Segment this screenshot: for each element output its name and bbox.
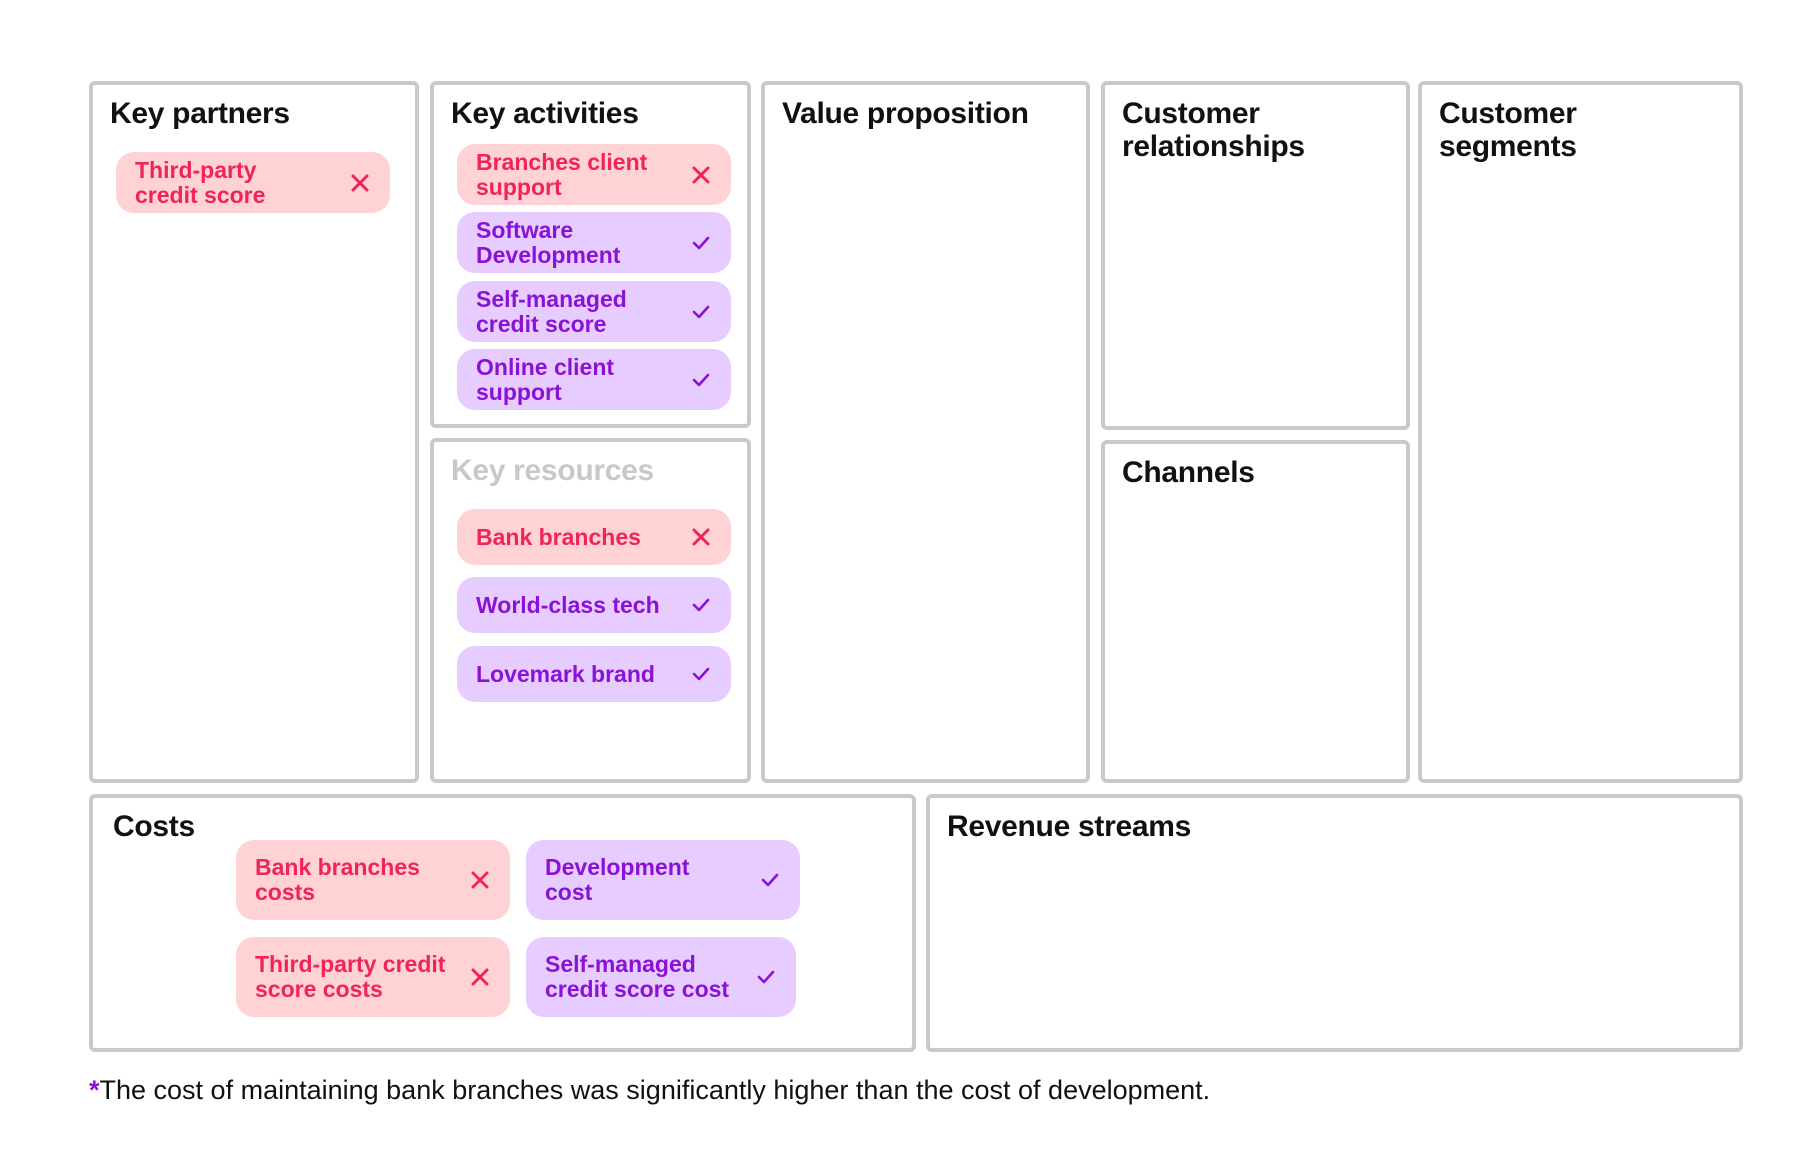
chip-label: World-class tech	[476, 591, 660, 618]
chip-label: Bank branches	[476, 523, 641, 550]
check-icon	[692, 305, 710, 318]
check-icon	[692, 667, 710, 681]
customer-segments-box: Customer segments	[1418, 81, 1743, 783]
key-partners-title: Key partners	[110, 97, 290, 130]
close-icon	[471, 871, 489, 889]
key-resources-title: Key resources	[451, 454, 654, 487]
customer-relationships-title: Customer relationships	[1122, 97, 1305, 163]
chip-third-party-credit-score-costs: Third-party credit score costs	[236, 937, 510, 1017]
revenue-streams-title: Revenue streams	[947, 810, 1191, 843]
value-proposition-title: Value proposition	[782, 97, 1029, 130]
key-partners-box: Key partners Third-party credit score	[89, 81, 419, 783]
costs-box: Costs Bank branches costs Development co…	[89, 794, 916, 1052]
value-proposition-box: Value proposition	[761, 81, 1090, 783]
check-icon	[692, 598, 710, 612]
chip-label: Online client support	[476, 353, 615, 405]
chip-self-managed-credit-score-cost: Self-managed credit score cost	[526, 937, 796, 1017]
check-icon	[757, 970, 775, 984]
chip-lovemark-brand: Lovemark brand	[457, 646, 731, 702]
key-resources-box: Key resources Bank branches World-class …	[430, 438, 751, 783]
chip-label: Self-managed credit score	[476, 285, 627, 337]
chip-label: Third-party credit score costs	[255, 951, 446, 1002]
chip-label: Lovemark brand	[476, 660, 655, 687]
chip-development-cost: Development cost	[526, 840, 800, 920]
check-icon	[692, 373, 710, 386]
chip-software-development: Software Development	[457, 212, 731, 273]
chip-label: Development cost	[545, 854, 690, 905]
chip-world-class-tech: World-class tech	[457, 577, 731, 633]
footnote-marker: *	[89, 1075, 100, 1105]
close-icon	[692, 528, 710, 546]
chip-label: Self-managed credit score cost	[545, 951, 730, 1002]
close-icon	[471, 968, 489, 986]
close-icon	[351, 174, 369, 191]
customer-relationships-box: Customer relationships	[1101, 81, 1410, 430]
check-icon	[761, 873, 779, 887]
chip-label: Branches client support	[476, 148, 648, 200]
footnote-text: The cost of maintaining bank branches wa…	[99, 1075, 1211, 1105]
chip-label: Bank branches costs	[255, 854, 420, 905]
chip-bank-branches-costs: Bank branches costs	[236, 840, 510, 920]
revenue-streams-box: Revenue streams	[926, 794, 1743, 1052]
chip-label: Software Development	[476, 216, 621, 268]
key-activities-box: Key activities Branches client support S…	[430, 81, 751, 428]
check-icon	[692, 236, 710, 249]
key-activities-title: Key activities	[451, 97, 639, 130]
costs-title: Costs	[113, 810, 195, 843]
chip-third-party-credit-score: Third-party credit score	[116, 152, 390, 213]
chip-label: Third-party credit score	[135, 156, 266, 208]
close-icon	[692, 166, 710, 183]
chip-self-managed-credit-score: Self-managed credit score	[457, 281, 731, 342]
chip-branches-client-support: Branches client support	[457, 144, 731, 205]
customer-segments-title: Customer segments	[1439, 97, 1577, 163]
channels-title: Channels	[1122, 456, 1255, 489]
channels-box: Channels	[1101, 440, 1410, 783]
chip-online-client-support: Online client support	[457, 349, 731, 410]
footnote: *The cost of maintaining bank branches w…	[89, 1074, 1210, 1106]
chip-bank-branches: Bank branches	[457, 509, 731, 565]
